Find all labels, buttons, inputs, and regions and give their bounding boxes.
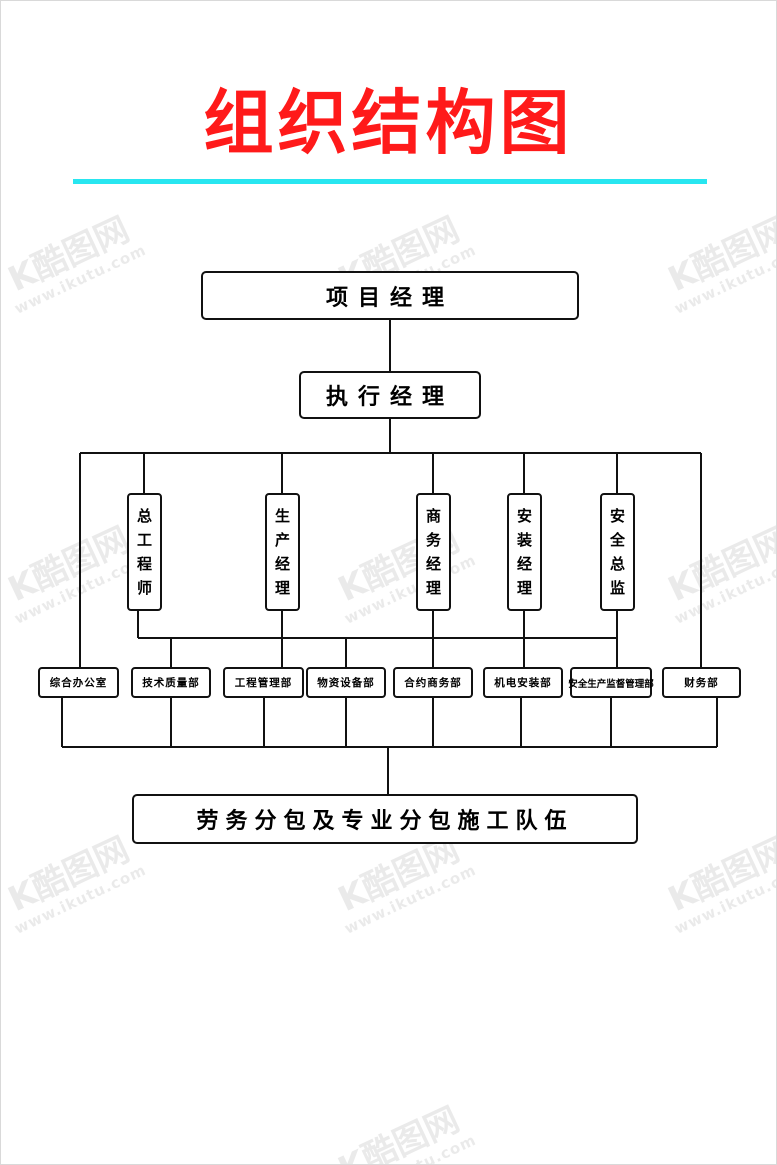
- department-label: 合约商务部: [404, 677, 462, 689]
- department-box: 技术质量部: [131, 667, 211, 698]
- department-label: 综合办公室: [49, 677, 108, 689]
- subcontractor-team-label: 劳务分包及专业分包施工队伍: [196, 809, 574, 834]
- department-label: 技术质量部: [142, 677, 200, 689]
- manager-label: 安装经理: [516, 507, 532, 597]
- department-label: 物资设备部: [317, 677, 375, 689]
- manager-box-installation: 安装经理: [507, 493, 542, 611]
- manager-label: 商务经理: [425, 507, 441, 597]
- manager-box-production: 生产经理: [265, 493, 300, 611]
- department-box: 工程管理部: [223, 667, 304, 698]
- manager-box-chief-engineer: 总工程师: [127, 493, 162, 611]
- subcontractor-team-box: 劳务分包及专业分包施工队伍: [132, 794, 638, 844]
- department-box: 财务部: [662, 667, 741, 698]
- department-label: 工程管理部: [234, 677, 293, 689]
- department-label: 安全生产监督管理部: [568, 678, 654, 690]
- title-underline: [73, 179, 707, 184]
- manager-box-safety: 安全总监: [600, 493, 635, 611]
- manager-label: 安全总监: [609, 507, 625, 597]
- department-label: 财务部: [684, 677, 719, 689]
- department-box: 合约商务部: [393, 667, 473, 698]
- department-box: 机电安装部: [483, 667, 563, 698]
- manager-label: 总工程师: [136, 507, 152, 597]
- department-box: 安全生产监督管理部: [568, 667, 654, 698]
- executive-manager-box: 执行经理: [299, 371, 481, 419]
- department-label: 机电安装部: [494, 677, 552, 689]
- project-manager-box: 项目经理: [201, 271, 579, 320]
- page-title: 组织结构图: [203, 82, 574, 164]
- department-box: 综合办公室: [38, 667, 119, 698]
- project-manager-label: 项目经理: [325, 285, 454, 311]
- manager-box-commercial: 商务经理: [416, 493, 451, 611]
- department-box: 物资设备部: [306, 667, 386, 698]
- executive-manager-label: 执行经理: [325, 385, 454, 410]
- manager-label: 生产经理: [274, 507, 290, 597]
